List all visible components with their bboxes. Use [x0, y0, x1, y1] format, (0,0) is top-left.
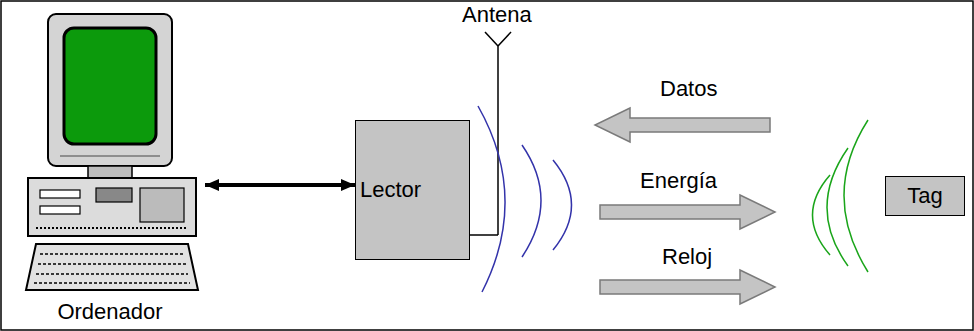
energy-arrow [600, 195, 775, 229]
antenna-label: Antena [462, 2, 532, 28]
signal-label: Reloj [662, 244, 712, 270]
computer-node: Ordenador [15, 10, 205, 325]
reader-waves [478, 106, 572, 292]
signal-label: Energía [640, 168, 717, 194]
reader-box: Lector [355, 120, 470, 260]
computer-illustration [26, 14, 198, 290]
signal-label: Datos [660, 76, 717, 102]
clock-arrow [600, 270, 775, 304]
data-arrow [595, 108, 770, 142]
node-text: Ordenador [57, 299, 162, 325]
node-text: Lector [360, 177, 421, 203]
tag-waves [813, 120, 869, 272]
tag-box: Tag [885, 176, 965, 216]
node-text: Tag [907, 183, 942, 209]
connector-arrow [205, 183, 355, 187]
